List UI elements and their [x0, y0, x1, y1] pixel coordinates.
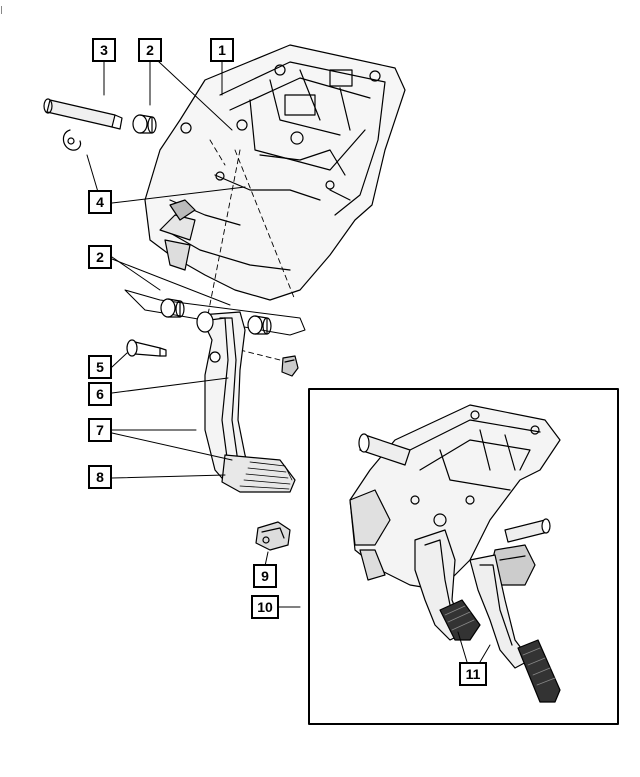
pivot-bolt	[126, 339, 167, 357]
inset-pedal-assembly	[349, 404, 561, 703]
pivot-pin	[43, 98, 123, 130]
callout-7: 7	[88, 418, 112, 442]
bushing-upper	[132, 114, 157, 134]
callout-1: 1	[210, 38, 234, 62]
switch-clip	[281, 355, 299, 377]
callout-6: 6	[88, 382, 112, 406]
callout-2-upper: 2	[138, 38, 162, 62]
assembly-leader-lines	[204, 139, 301, 366]
edge-tick	[1, 6, 2, 14]
mounting-plate-outline	[124, 289, 306, 336]
callout-2-lower: 2	[88, 245, 112, 269]
callout-8: 8	[88, 465, 112, 489]
bushing-lower-right	[247, 315, 272, 335]
callout-11: 11	[459, 662, 487, 686]
inset-frame	[308, 388, 619, 725]
callout-5: 5	[88, 355, 112, 379]
callout-4: 4	[88, 190, 112, 214]
callout-leaders-11	[457, 631, 491, 663]
pedal-bracket	[144, 44, 406, 301]
callout-3: 3	[92, 38, 116, 62]
callout-10: 10	[251, 595, 279, 619]
callout-leaders	[86, 60, 301, 608]
retaining-clip	[62, 129, 82, 151]
callout-9: 9	[253, 564, 277, 588]
pedal-sensor	[255, 521, 291, 551]
bushing-lower-left	[160, 298, 185, 318]
brake-pedal-arm	[196, 311, 296, 493]
